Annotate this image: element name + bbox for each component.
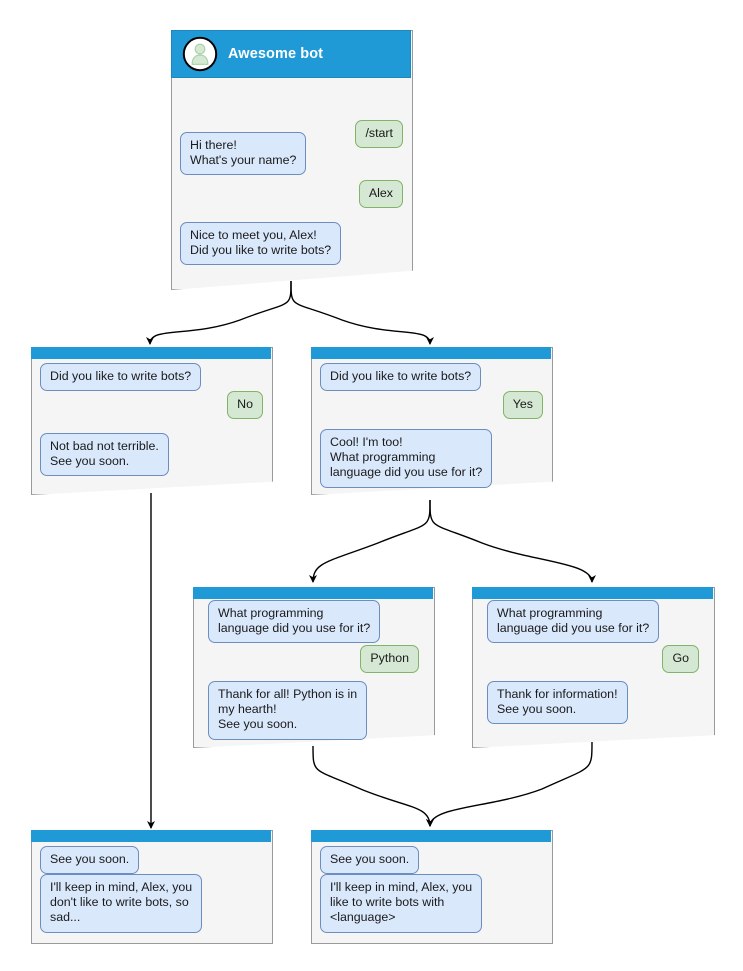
- edge-python-to-end: [312, 745, 434, 827]
- bot-message-bubble: Thank for all! Python is in my hearth! S…: [208, 681, 368, 740]
- message-row: Alex: [179, 180, 403, 209]
- message-row: Cool! I'm too! What programming language…: [320, 429, 544, 488]
- edge-yes-to-go: [429, 499, 596, 583]
- user-message-bubble: No: [227, 391, 263, 420]
- bot-message-bubble: See you soon.: [40, 846, 140, 875]
- bot-name-label: Awesome bot: [228, 46, 324, 62]
- message-row: Hi there! What's your name?: [180, 132, 404, 176]
- node-python-branch-header: [193, 587, 433, 599]
- message-row: Not bad not terrible. See you soon.: [40, 433, 264, 477]
- edge-root-to-yes: [290, 280, 434, 345]
- user-message-bubble: /start: [355, 120, 403, 149]
- message-row: What programming language did you use fo…: [208, 600, 426, 644]
- message-row: What programming language did you use fo…: [487, 600, 706, 644]
- node-end-yes[interactable]: See you soon. I'll keep in mind, Alex, y…: [311, 830, 553, 944]
- bot-message-bubble: I'll keep in mind, Alex, you like to wri…: [320, 874, 483, 933]
- message-row: Go: [480, 645, 699, 674]
- message-row: Nice to meet you, Alex! Did you like to …: [180, 222, 404, 266]
- user-message-bubble: Python: [360, 645, 419, 674]
- message-row: No: [39, 391, 263, 420]
- message-row: Python: [201, 645, 419, 674]
- message-row: See you soon.: [320, 846, 544, 875]
- node-go-branch[interactable]: What programming language did you use fo…: [472, 587, 715, 748]
- bot-message-bubble: Thank for information! See you soon.: [487, 681, 628, 725]
- user-message-bubble: Go: [662, 645, 699, 674]
- bot-message-bubble: Did you like to write bots?: [40, 363, 202, 392]
- bot-message-bubble: Cool! I'm too! What programming language…: [320, 429, 493, 488]
- message-row: Yes: [319, 391, 543, 420]
- bot-message-bubble: Did you like to write bots?: [320, 363, 482, 392]
- edge-go-to-end: [426, 741, 593, 827]
- message-row: Thank for all! Python is in my hearth! S…: [208, 681, 426, 740]
- node-end-no[interactable]: See you soon. I'll keep in mind, Alex, y…: [31, 830, 273, 944]
- message-row: See you soon.: [40, 846, 264, 875]
- bot-message-bubble: Not bad not terrible. See you soon.: [40, 433, 169, 477]
- bot-message-bubble: See you soon.: [320, 846, 420, 875]
- person-avatar-icon: [182, 36, 218, 72]
- message-row: I'll keep in mind, Alex, you like to wri…: [320, 874, 544, 933]
- node-root-header: Awesome bot: [171, 30, 411, 78]
- node-yes-branch-header: [311, 347, 551, 359]
- message-row: I'll keep in mind, Alex, you don't like …: [40, 874, 264, 933]
- node-end-yes-header: [311, 830, 551, 842]
- node-yes-branch[interactable]: Did you like to write bots? Yes Cool! I'…: [311, 347, 553, 495]
- bot-message-bubble: What programming language did you use fo…: [208, 600, 381, 644]
- user-message-bubble: Alex: [358, 180, 403, 209]
- node-go-branch-header: [472, 587, 713, 599]
- node-end-no-header: [31, 830, 271, 842]
- node-python-branch[interactable]: What programming language did you use fo…: [193, 587, 435, 748]
- bot-message-bubble: I'll keep in mind, Alex, you don't like …: [40, 874, 203, 933]
- edge-yes-to-python: [309, 499, 431, 583]
- bot-message-bubble: What programming language did you use fo…: [487, 600, 660, 644]
- message-row: Thank for information! See you soon.: [487, 681, 706, 725]
- bot-message-bubble: Nice to meet you, Alex! Did you like to …: [180, 222, 342, 266]
- message-row: /start: [179, 120, 403, 149]
- bot-message-bubble: Hi there! What's your name?: [180, 132, 307, 176]
- node-no-branch[interactable]: Did you like to write bots? No Not bad n…: [31, 347, 273, 495]
- node-no-branch-header: [31, 347, 271, 359]
- message-row: Did you like to write bots?: [320, 363, 544, 392]
- edge-root-to-no: [146, 280, 292, 345]
- user-message-bubble: Yes: [502, 391, 543, 420]
- node-root[interactable]: Awesome bot /start Hi there! What's your…: [171, 30, 413, 290]
- message-row: Did you like to write bots?: [40, 363, 264, 392]
